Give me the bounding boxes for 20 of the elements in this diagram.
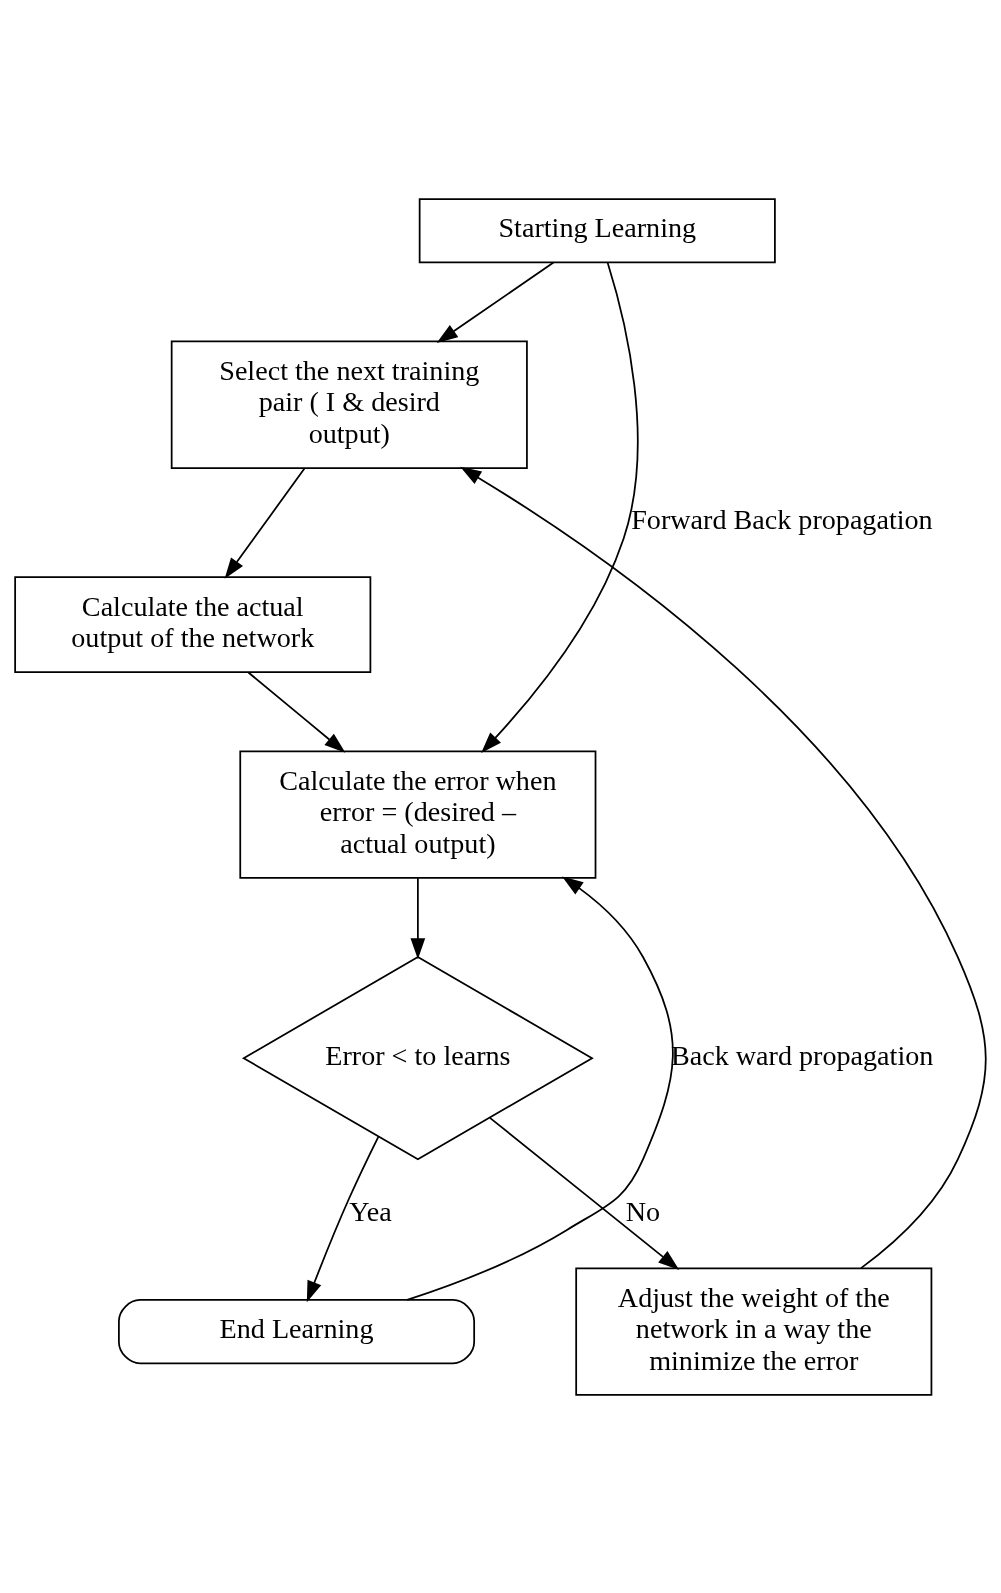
edge-label: No — [625, 1195, 661, 1226]
node-box: Starting Learning — [418, 197, 776, 263]
arrow — [410, 876, 426, 959]
edge-label: Back ward propagation — [670, 1039, 934, 1071]
node-diamond: Error < to learns — [241, 955, 594, 1160]
arrow — [436, 261, 555, 343]
arrow — [489, 1116, 680, 1270]
node-box: Calculate the error when error = (desired – actual output) — [239, 749, 597, 879]
node-box: Adjust the weight of the network in a way the minimize the error — [575, 1266, 933, 1396]
node-box: Calculate the actual output of the network — [14, 575, 372, 673]
edge-label: Yea — [349, 1195, 392, 1226]
arrow — [224, 467, 306, 579]
arrow — [406, 875, 674, 1301]
node-box: End Learning — [118, 1298, 476, 1364]
arrow — [460, 466, 987, 1269]
node-box: Select the next training pair ( I & desird output) — [170, 340, 528, 469]
edge-label: Forward Back propagation — [631, 503, 933, 535]
arrow — [481, 261, 639, 753]
arrow — [247, 671, 346, 753]
arrow — [306, 1135, 380, 1302]
